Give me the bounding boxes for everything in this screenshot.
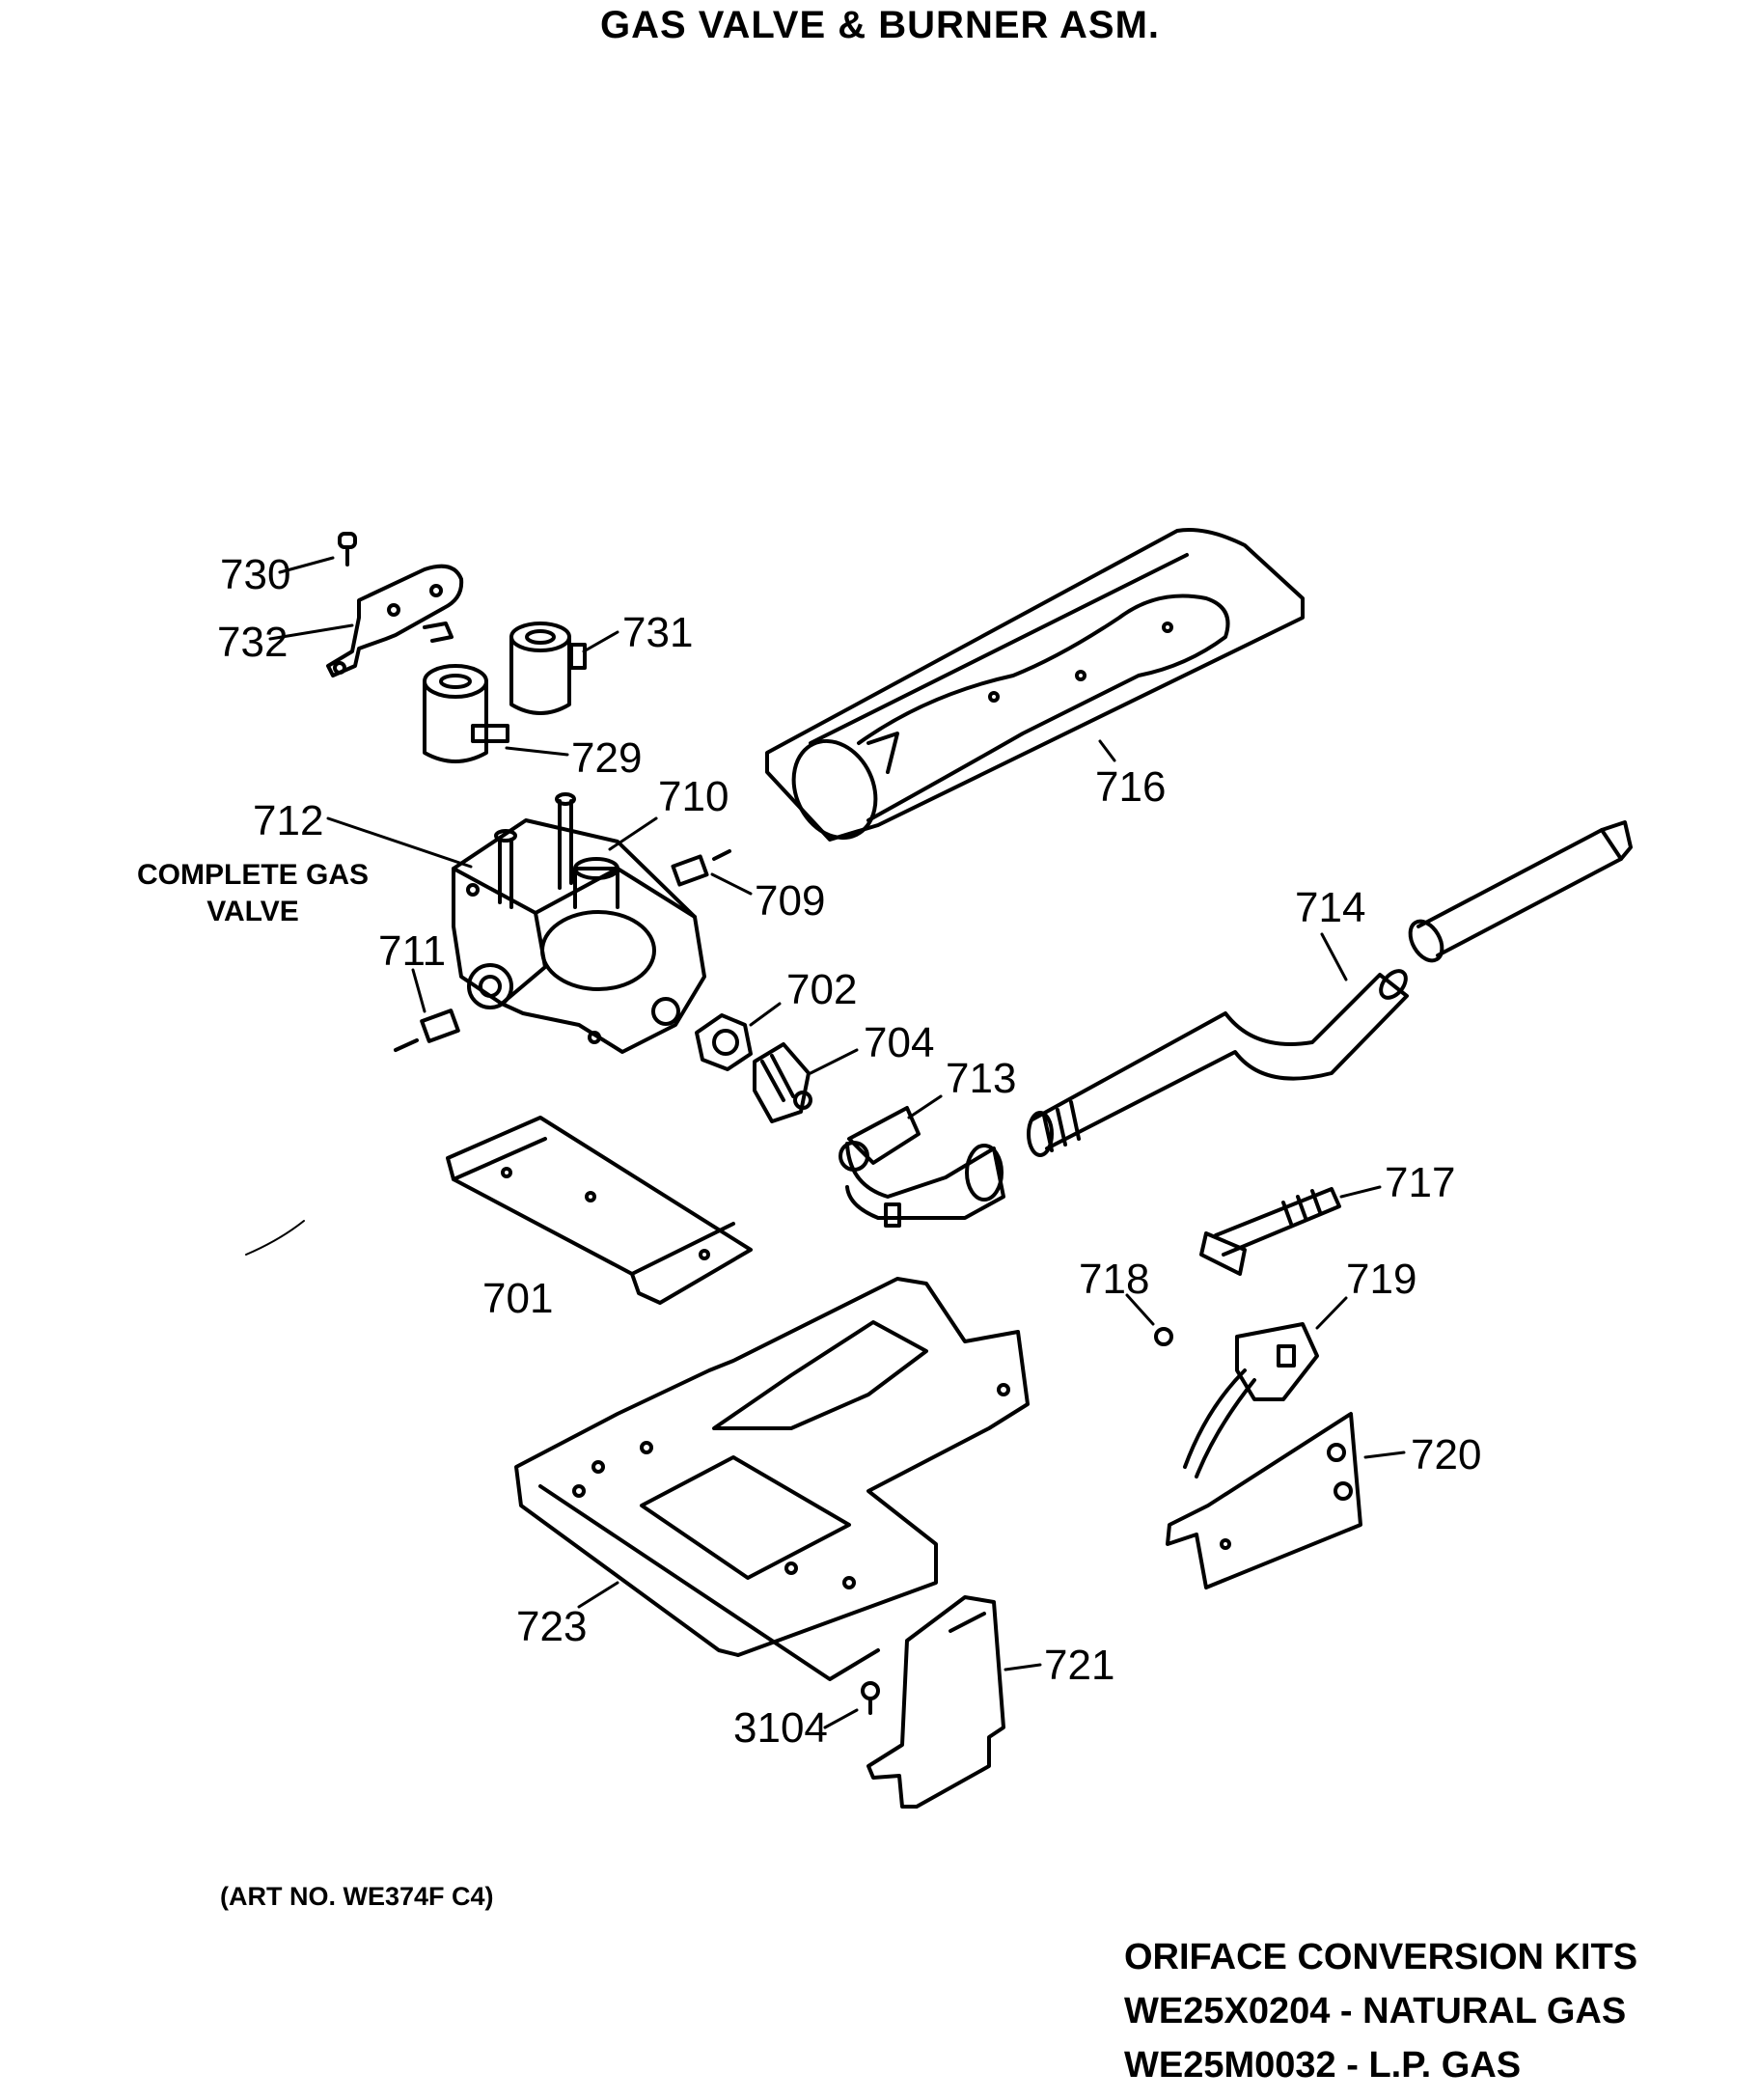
leader-lines: [268, 556, 1406, 1729]
callout-720: 720: [1411, 1431, 1481, 1478]
callout-704: 704: [864, 1019, 934, 1066]
callout-712: 712: [253, 797, 323, 844]
part-732-bracket: [326, 564, 464, 677]
part-718-screw: [1154, 1327, 1173, 1346]
callout-718: 718: [1079, 1256, 1149, 1303]
kit-lp-gas: WE25M0032 - L.P. GAS: [1124, 2045, 1522, 2086]
callout-714: 714: [1295, 884, 1365, 931]
callout-713: 713: [946, 1055, 1016, 1102]
callout-732: 732: [217, 619, 288, 666]
part-704-orifice: [753, 1042, 812, 1123]
part-713-elbow: [839, 1106, 1005, 1228]
callout-701: 701: [482, 1275, 553, 1322]
callout-711: 711: [378, 927, 446, 975]
part-730-screw: [338, 532, 357, 566]
callout-719: 719: [1346, 1256, 1416, 1303]
part-731-solenoid-coil: [509, 622, 587, 715]
conversion-kits-heading: ORIFACE CONVERSION KITS: [1124, 1937, 1638, 1977]
diagram-title: GAS VALVE & BURNER ASM.: [599, 4, 1161, 46]
callout-729: 729: [571, 734, 642, 782]
part-702-nut: [695, 1013, 753, 1071]
kit-natural-gas: WE25X0204 - NATURAL GAS: [1124, 1991, 1627, 2031]
callout-731: 731: [622, 609, 693, 656]
callout-716: 716: [1095, 763, 1166, 811]
part-3104-screw: [861, 1681, 880, 1715]
part-720-plate: [1166, 1412, 1362, 1589]
complete-gas-valve-line-2: VALVE: [206, 896, 299, 927]
part-716-burner: [765, 528, 1305, 842]
part-714-tube: [1027, 969, 1409, 1157]
part-729-solenoid-coil: [423, 664, 509, 763]
callout-710: 710: [658, 773, 729, 820]
callout-702: 702: [786, 966, 857, 1013]
part-717-bolt: [1199, 1187, 1341, 1276]
art-number: (ART NO. WE374F C4): [220, 1882, 494, 1911]
complete-gas-valve-line-1: COMPLETE GAS: [137, 859, 370, 891]
part-711-fitting: [394, 1009, 460, 1052]
part-721-bracket: [866, 1595, 1005, 1809]
part-714-tube-extension: [1408, 820, 1633, 963]
part-712-gas-valve: [452, 792, 706, 1054]
complete-gas-valve-label: COMPLETE GAS VALVE: [137, 857, 369, 930]
part-709-fitting: [671, 849, 731, 887]
callout-723: 723: [516, 1603, 587, 1650]
part-719-switch: [1183, 1322, 1319, 1478]
callout-717: 717: [1385, 1159, 1455, 1206]
conversion-kits-note: ORIFACE CONVERSION KITS WE25X0204 - NATU…: [1124, 1930, 1637, 2092]
part-723-frame: [514, 1277, 1030, 1681]
part-701-plate: [446, 1116, 753, 1305]
callout-721: 721: [1044, 1642, 1114, 1689]
callout-730: 730: [220, 551, 290, 598]
callout-709: 709: [755, 877, 825, 925]
decorative-stroke: [245, 1220, 305, 1256]
callout-3104: 3104: [733, 1704, 828, 1752]
